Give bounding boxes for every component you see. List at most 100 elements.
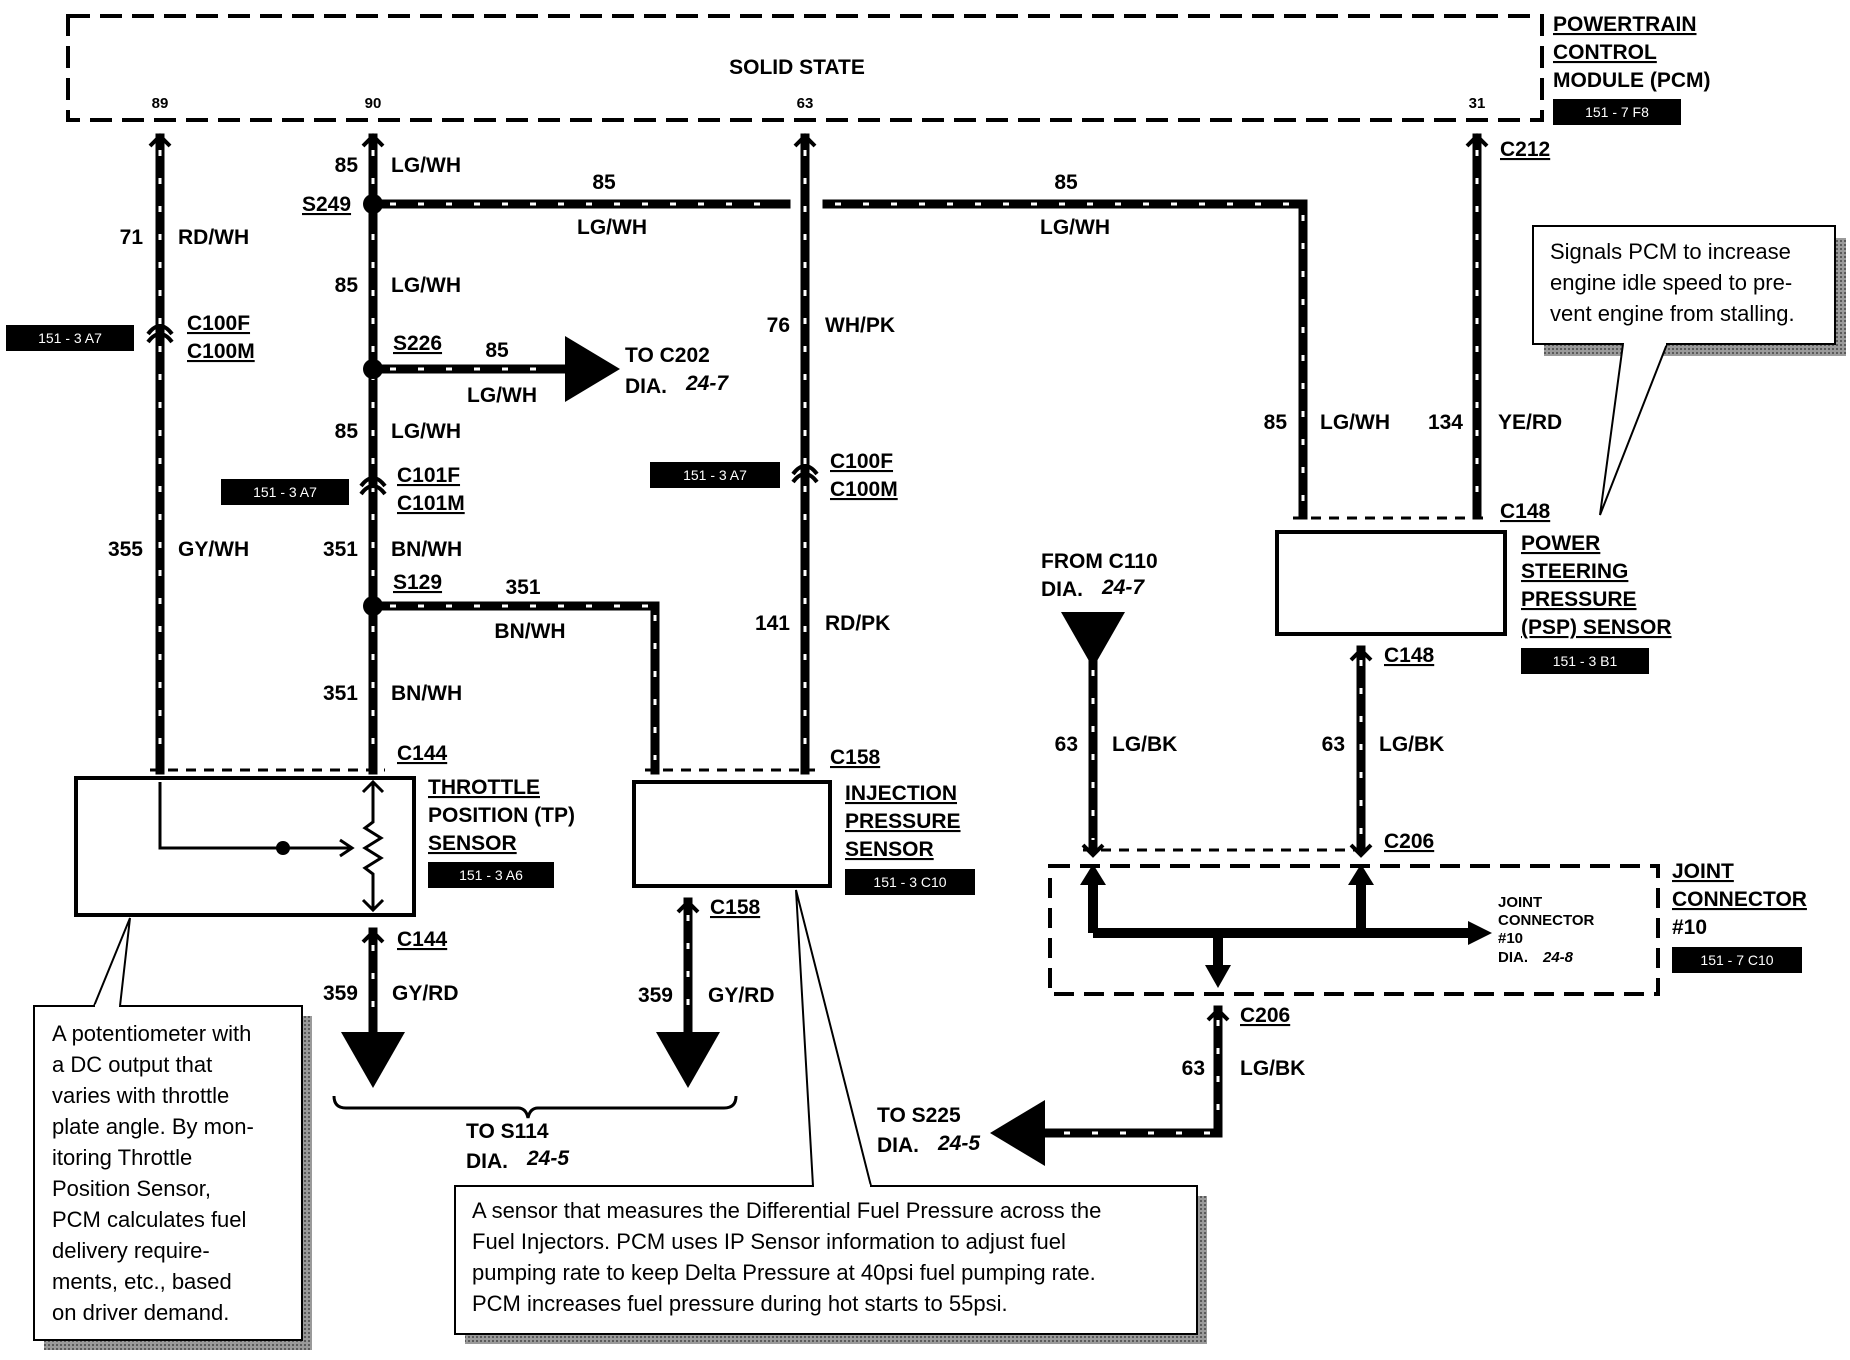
circuit-63-a: 63 [1055,733,1078,756]
offpage-j-dia: DIA. [877,1134,919,1157]
circuit-85-c: 85 [335,274,359,297]
splice-s129-dot [363,596,383,616]
note-ip-1: A sensor that measures the Differential … [472,1198,1101,1223]
pcm-pin-31: 31 [1469,95,1486,112]
c101f-label: C101F [397,464,460,487]
ref-c100-left: 151 - 3 A7 [38,330,102,346]
wire-labels: 71 RD/WH 355 GY/WH 85 LG/WH 85 LG/WH 85 … [108,154,1562,1080]
circuit-63-c: 63 [1182,1057,1205,1080]
c148-bottom-label: C148 [1384,644,1435,667]
jc-inner-dia: DIA. [1498,949,1528,966]
offpage-s114-to: TO S114 [466,1120,549,1143]
ref-c101: 151 - 3 A7 [253,484,317,500]
splices: S249 S226 S129 [302,193,442,616]
offpage-connectors: L TO C202 DIA. 24-7 G H TO S114 DIA. 24-… [332,336,1158,1173]
note-ip-2: Fuel Injectors. PCM uses IP Sensor infor… [472,1229,1066,1254]
offpage-l-letter: L [579,360,590,380]
offpage-l-dia-num: 24-7 [685,372,729,395]
offpage-i-dia-num: 24-7 [1101,576,1145,599]
color-gy-wh: GY/WH [178,538,249,561]
psp-title-2: STEERING [1521,560,1628,583]
c100m-left: C100M [187,340,255,363]
note-tp-3: varies with throttle [52,1083,229,1108]
note-tp-6: Position Sensor, [52,1176,211,1201]
offpage-i-dia: DIA. [1041,578,1083,601]
pcm-title-3: MODULE (PCM) [1553,69,1710,92]
splice-s249-dot [363,194,383,214]
splice-s129-label: S129 [393,571,442,594]
note-tp-5: itoring Throttle [52,1145,192,1170]
circuit-351-b: 351 [505,576,540,599]
c144-bottom-label: C144 [397,928,448,951]
circuit-134: 134 [1428,411,1463,434]
offpage-i-from: FROM C110 [1041,550,1158,573]
pcm-pin-90: 90 [365,95,382,112]
jc-inner-3: #10 [1498,930,1523,947]
tp-title-1: THROTTLE [428,776,540,799]
note-ip: A sensor that measures the Differential … [454,889,1207,1344]
offpage-g-letter: G [366,1040,380,1060]
circuit-85-b: 85 [592,171,616,194]
color-lg-wh-a: LG/WH [391,154,461,177]
circuit-351-a: 351 [323,538,358,561]
ip-title-3: SENSOR [845,838,934,861]
note-psp-1: Signals PCM to increase [1550,239,1791,264]
ip-title-1: INJECTION [845,782,957,805]
note-tp-10: on driver demand. [52,1300,229,1325]
jc-ref-tag: 151 - 7 C10 [1700,952,1773,968]
wire-stripes [158,150,1479,1135]
color-lg-wh-c: LG/WH [391,274,461,297]
color-lg-wh-g: LG/WH [1320,411,1390,434]
jc-inner-1: JOINT [1498,894,1542,911]
psp-title-1: POWER [1521,532,1600,555]
circuit-359-b: 359 [638,984,673,1007]
color-wh-pk: WH/PK [825,314,895,337]
splice-s226-label: S226 [393,332,442,355]
pcm-title-1: POWERTRAIN [1553,13,1697,36]
circuit-355: 355 [108,538,143,561]
color-gy-rd-a: GY/RD [392,982,459,1005]
note-tp-1: A potentiometer with [52,1021,251,1046]
offpage-i-letter: I [1090,620,1095,640]
pcm-ref-tag: 151 - 7 F8 [1585,104,1649,120]
psp-sensor: POWER STEERING PRESSURE (PSP) SENSOR 151… [1275,530,1672,674]
color-lg-wh-e: LG/WH [391,420,461,443]
offpage-j-to: TO S225 [877,1104,961,1127]
color-lg-wh-b: LG/WH [577,216,647,239]
color-lg-wh-d: LG/WH [467,384,537,407]
pcm-solid-state: SOLID STATE [729,56,865,79]
pcm-module: SOLID STATE 89 90 63 31 POWERTRAIN CONTR… [66,13,1710,125]
tp-title-3: SENSOR [428,832,517,855]
connector-labels: C212 C148 C148 C144 C144 C158 C158 C206 … [397,138,1551,1027]
tp-sensor: THROTTLE POSITION (TP) SENSOR 151 - 3 A6 [74,776,575,917]
color-bn-wh-a: BN/WH [391,538,462,561]
circuit-71: 71 [120,226,144,249]
jc-title-3: #10 [1672,916,1707,939]
inline-connectors [146,324,819,496]
splice-s249-label: S249 [302,193,351,216]
lower-chevrons [361,647,1373,1022]
c212-label: C212 [1500,138,1550,161]
offpage-s114-dia-num: 24-5 [526,1147,569,1170]
note-ip-4: PCM increases fuel pressure during hot s… [472,1291,1008,1316]
color-bn-wh-b: BN/WH [494,620,565,643]
note-tp-4: plate angle. By mon- [52,1114,254,1139]
note-ip-3: pumping rate to keep Delta Pressure at 4… [472,1260,1096,1285]
c100f-left: C100F [187,312,250,335]
ref-c100-mid: 151 - 3 A7 [683,467,747,483]
circuit-85-g: 85 [1264,411,1288,434]
pcm-title-2: CONTROL [1553,41,1657,64]
c100m-mid: C100M [830,478,898,501]
note-psp-3: vent engine from stalling. [1550,301,1795,326]
note-tp: A potentiometer with a DC output that va… [33,917,312,1350]
offpage-l-dia: DIA. [625,375,667,398]
color-lg-bk-a: LG/BK [1112,733,1177,756]
c206-top-label: C206 [1384,830,1434,853]
note-psp: Signals PCM to increase engine idle spee… [1532,225,1846,516]
pin-chevrons [148,133,1489,148]
tp-ref-tag: 151 - 3 A6 [459,867,523,883]
color-bn-wh-c: BN/WH [391,682,462,705]
offpage-j-letter: J [1023,1124,1033,1144]
circuit-63-b: 63 [1322,733,1345,756]
